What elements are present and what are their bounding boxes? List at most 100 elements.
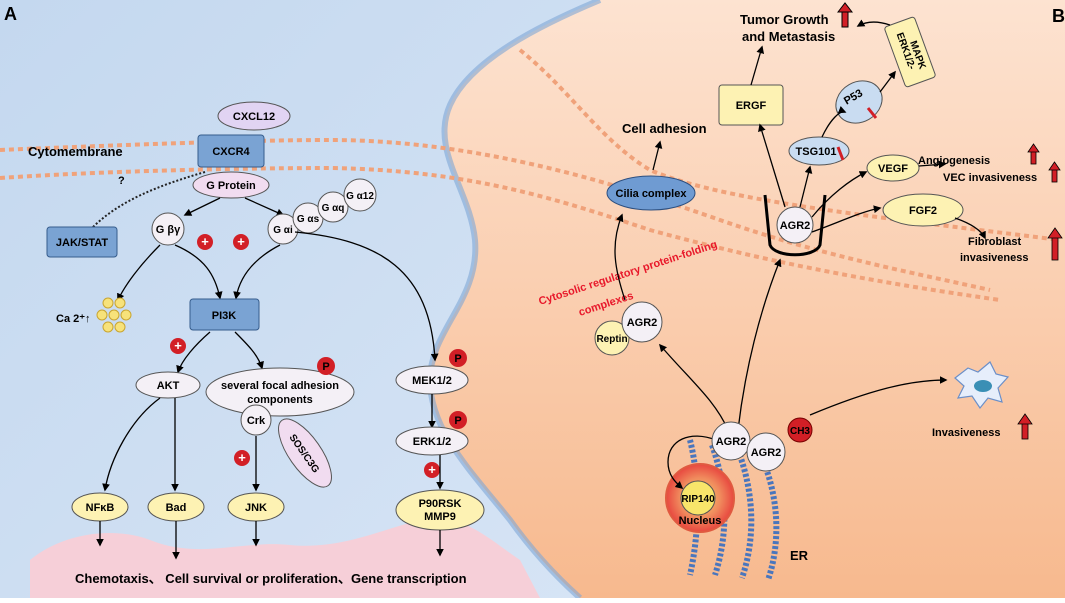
svg-text:P: P: [322, 361, 329, 373]
g-alpha-q: [317, 191, 349, 223]
fibroblast-label-1: Fibroblast: [968, 236, 1022, 248]
akt-node: [135, 371, 201, 399]
vec-label: VEC invasiveness: [943, 172, 1037, 184]
cxcl12-ligand: [217, 101, 291, 131]
agr2-er-2: [746, 432, 786, 472]
calcium-label: Ca 2⁺↑: [56, 313, 91, 325]
focal-adhesion: [205, 367, 355, 417]
question-mark: ?: [118, 175, 125, 187]
metastasis-label: and Metastasis: [742, 29, 835, 44]
reptin-label: Reptin: [596, 334, 627, 345]
g-protein-label: G Protein: [206, 180, 256, 192]
phospho-mek: P: [449, 349, 467, 367]
tsg101-label: TSG101: [796, 146, 837, 158]
plus-galpha: +: [233, 234, 249, 250]
fibroblast-up-arrow: [1047, 227, 1063, 261]
mmp9-label: MMP9: [424, 511, 456, 523]
angiogenesis-up-arrow: [1027, 143, 1040, 165]
vegf-node: [866, 154, 920, 182]
p90rsk-mmp9: [395, 489, 485, 531]
jak-stat-box: [46, 226, 118, 258]
arrow-ergf-tumor: [750, 45, 765, 86]
arrow-agr2-ergf: [758, 123, 786, 208]
mek-label: MEK1/2: [412, 375, 452, 387]
cell-boundary: [426, 0, 602, 601]
arrow-agr2-rip140: [667, 435, 717, 490]
cilia-label: Cilia complex: [616, 188, 688, 200]
plus-pi3k: +: [170, 338, 186, 354]
g-alpha-12: [343, 178, 377, 212]
sos-c3g: [278, 418, 332, 488]
g-protein: [192, 171, 270, 199]
ergf-label: ERGF: [736, 100, 767, 112]
agr2-membrane: [776, 206, 814, 244]
arrow-agr2-vegf: [811, 171, 868, 218]
membrane-lower: [0, 165, 1001, 302]
vec-up-arrow: [1048, 161, 1061, 183]
rip140-node: [680, 480, 716, 516]
p90rsk-label: P90RSK: [419, 498, 462, 510]
invasiveness-label: Invasiveness: [932, 427, 1001, 439]
arrow-gp-gbg: [183, 197, 221, 216]
p53-down-arrow: [866, 107, 878, 119]
svg-text:P: P: [454, 353, 461, 365]
arrow-er-membrane: [737, 258, 782, 431]
svg-text:+: +: [238, 450, 246, 465]
tsg101-down-arrow: [836, 146, 845, 161]
reptin-node: [594, 320, 630, 356]
arrow-er-invasiveness: [809, 376, 948, 416]
cxcr4-label: CXCR4: [212, 146, 250, 158]
membrane-upper: [0, 137, 991, 292]
rip140-label: RIP140: [681, 494, 715, 505]
arrow-gbg-ca: [117, 244, 161, 302]
svg-text:+: +: [174, 338, 182, 353]
cxcr4-receptor: [197, 134, 265, 168]
svg-text:P: P: [454, 415, 461, 427]
vegf-label: VEGF: [878, 163, 908, 175]
fgf2-node: [882, 193, 964, 227]
calcium-ions: [96, 297, 132, 333]
arrow-tsg-p53: [821, 106, 847, 138]
arrow-agr2-tsg: [799, 165, 813, 208]
phospho-erk: P: [449, 411, 467, 429]
agr2-er-1-label: AGR2: [716, 436, 747, 448]
arrow-agr2-fgf2: [811, 205, 882, 233]
panel-label-a: A: [4, 4, 17, 24]
arrow-gp-galpha: [244, 197, 285, 217]
arrow-p53-mapk: [879, 70, 896, 93]
angiogenesis-label: Angiogenesis: [918, 155, 990, 167]
erk-label: ERK1/2: [413, 436, 452, 448]
svg-text:+: +: [237, 234, 245, 249]
ch3-methyl: [787, 417, 813, 443]
agr2-er-2-label: AGR2: [751, 447, 782, 459]
cell-adhesion-label: Cell adhesion: [622, 121, 707, 136]
nucleus-label: Nucleus: [679, 515, 722, 527]
agr2-cytosol: [621, 301, 663, 343]
arrow-cytosolic-cilia: [614, 213, 626, 301]
focal-adhesion-label-2: components: [247, 394, 312, 406]
g-alpha-i-label: G αi: [273, 225, 293, 236]
erk-node: [395, 426, 469, 456]
arrow-galpha-mek: [294, 231, 439, 362]
nfkb-label: NFκB: [86, 502, 115, 514]
arrow-mapk-tumor: [856, 19, 891, 27]
arrow-cilia-adhesion: [652, 140, 663, 171]
crk-label: Crk: [247, 415, 266, 427]
er-label: ER: [790, 548, 809, 563]
nucleus-region: [30, 518, 540, 598]
erk-mapk-box: [884, 16, 936, 88]
g-beta-gamma-label: G βγ: [156, 224, 181, 236]
pi3k-box: [189, 298, 260, 331]
agr2-membrane-label: AGR2: [780, 220, 811, 232]
cytomembrane-label: Cytomembrane: [28, 144, 123, 159]
arrow-gbg-pi3k: [174, 244, 223, 300]
arrow-pi3k-akt: [176, 331, 211, 374]
arrow-er-reptin: [658, 343, 729, 431]
pi3k-label: PI3K: [212, 310, 237, 322]
g-alpha-q-label: G αq: [322, 203, 345, 214]
arrow-fgf2-fibro: [954, 217, 986, 240]
cxcl12-label: CXCL12: [233, 111, 275, 123]
panel-label-b: B: [1052, 6, 1065, 26]
arrow-akt-nfkb: [102, 397, 161, 492]
